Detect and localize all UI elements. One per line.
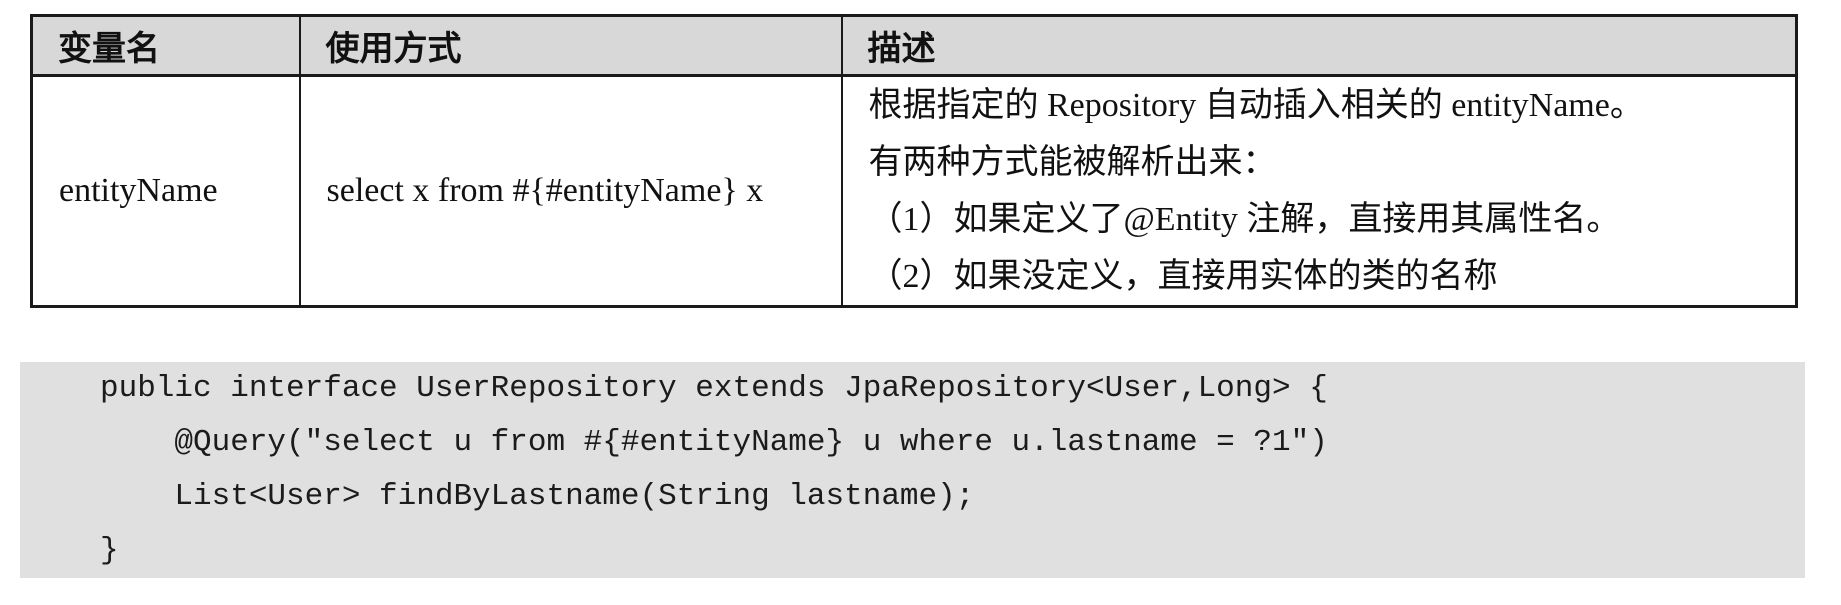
header-variable-name: 变量名	[30, 14, 301, 77]
description-line: 根据指定的 Repository 自动插入相关的 entityName。	[868, 87, 1644, 124]
code-line: }	[100, 533, 119, 568]
header-usage: 使用方式	[298, 14, 843, 77]
code-line: List<User> findByLastname(String lastnam…	[100, 479, 975, 514]
spel-variables-table: 变量名 使用方式 描述 entityName select x from #{#…	[30, 14, 1798, 308]
table-header-row: 变量名 使用方式 描述	[30, 14, 1798, 77]
table-row: entityName select x from #{#entityName} …	[30, 74, 1798, 308]
cell-usage: select x from #{#entityName} x	[298, 74, 843, 308]
description-line: （2）如果没定义，直接用实体的类的名称	[868, 258, 1498, 295]
cell-variable-name: entityName	[30, 74, 301, 308]
header-description: 描述	[840, 14, 1798, 77]
cell-description: 根据指定的 Repository 自动插入相关的 entityName。 有两种…	[840, 74, 1798, 308]
description-line: 有两种方式能被解析出来：	[868, 144, 1277, 181]
description-line: （1）如果定义了@Entity 注解，直接用其属性名。	[868, 201, 1621, 238]
code-line: @Query("select u from #{#entityName} u w…	[100, 425, 1328, 460]
code-snippet-block: public interface UserRepository extends …	[20, 362, 1805, 578]
code-line: public interface UserRepository extends …	[100, 371, 1328, 406]
